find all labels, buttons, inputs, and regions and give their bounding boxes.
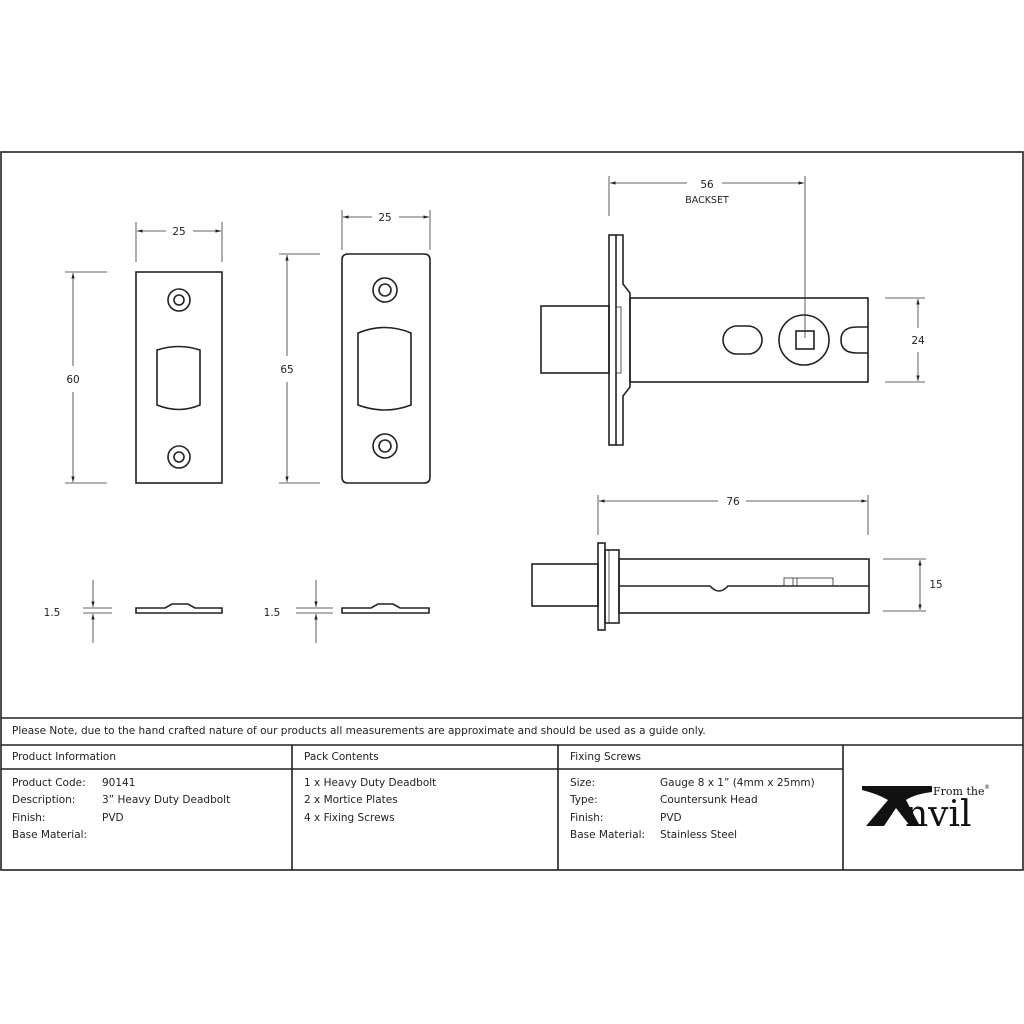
size: Gauge 8 x 1” (4mm x 25mm) [660,777,815,789]
deadbolt-top-view: 76 15 [531,495,943,631]
list-item: 2 x Mortice Plates [304,794,398,807]
dim-backset-label: 56 [700,179,714,191]
label: Base Material: [570,828,646,841]
dim-thickness-label: 1.5 [44,607,61,619]
dim-width-label: 25 [172,226,185,238]
strike-plate-1-edge: 1.5 [44,580,223,643]
fixing-screws: Size: Gauge 8 x 1” (4mm x 25mm) Type: Coun… [570,775,815,844]
anvil-logo: nvil From the ® [862,784,990,835]
svg-text:nvil: nvil [905,794,972,835]
description: 3” Heavy Duty Deadbolt [102,794,231,807]
pack-contents: 1 x Heavy Duty Deadbolt 2 x Mortice Plat… [304,775,436,827]
svg-text:®: ® [984,784,990,791]
backset-caption: BACKSET [685,195,729,206]
label: Finish: [12,811,46,824]
product-code: 90141 [102,777,136,789]
dim-length-label: 76 [726,496,740,508]
product-information: Product Code: 90141 Description: 3” Heavy … [12,775,230,844]
product-information-header: Product Information [12,751,116,763]
base-material: Stainless Steel [660,828,738,841]
dim-height-label: 65 [280,364,293,376]
svg-text:From the: From the [933,785,984,798]
frame [0,151,1024,871]
dim-thickness-label: 1.5 [264,607,281,619]
finish: PVD [660,811,682,824]
fixing-screws-header: Fixing Screws [570,751,642,763]
label: Product Code: [12,777,86,789]
label: Type: [570,794,598,807]
label: Finish: [570,811,604,824]
label: Size: [570,777,596,789]
list-item: 4 x Fixing Screws [304,811,395,824]
dim-height-label: 24 [911,335,925,347]
deadbolt-side-view: 56 BACKSET 24 [540,176,925,446]
label: Base Material: [12,828,88,841]
strike-plate-1-front: 25 60 [65,222,223,484]
label: Description: [12,794,76,807]
list-item: 1 x Heavy Duty Deadbolt [304,777,437,789]
dim-thickness-label: 15 [929,579,942,591]
strike-plate-2-front: 25 65 [279,210,431,484]
dim-height-label: 60 [66,374,79,386]
dim-width-label: 25 [378,212,391,224]
pack-contents-header: Pack Contents [304,751,379,763]
finish: PVD [102,811,124,824]
measurement-note: Please Note, due to the hand crafted nat… [12,725,706,737]
strike-plate-2-edge: 1.5 [264,580,430,643]
type: Countersunk Head [660,794,758,807]
